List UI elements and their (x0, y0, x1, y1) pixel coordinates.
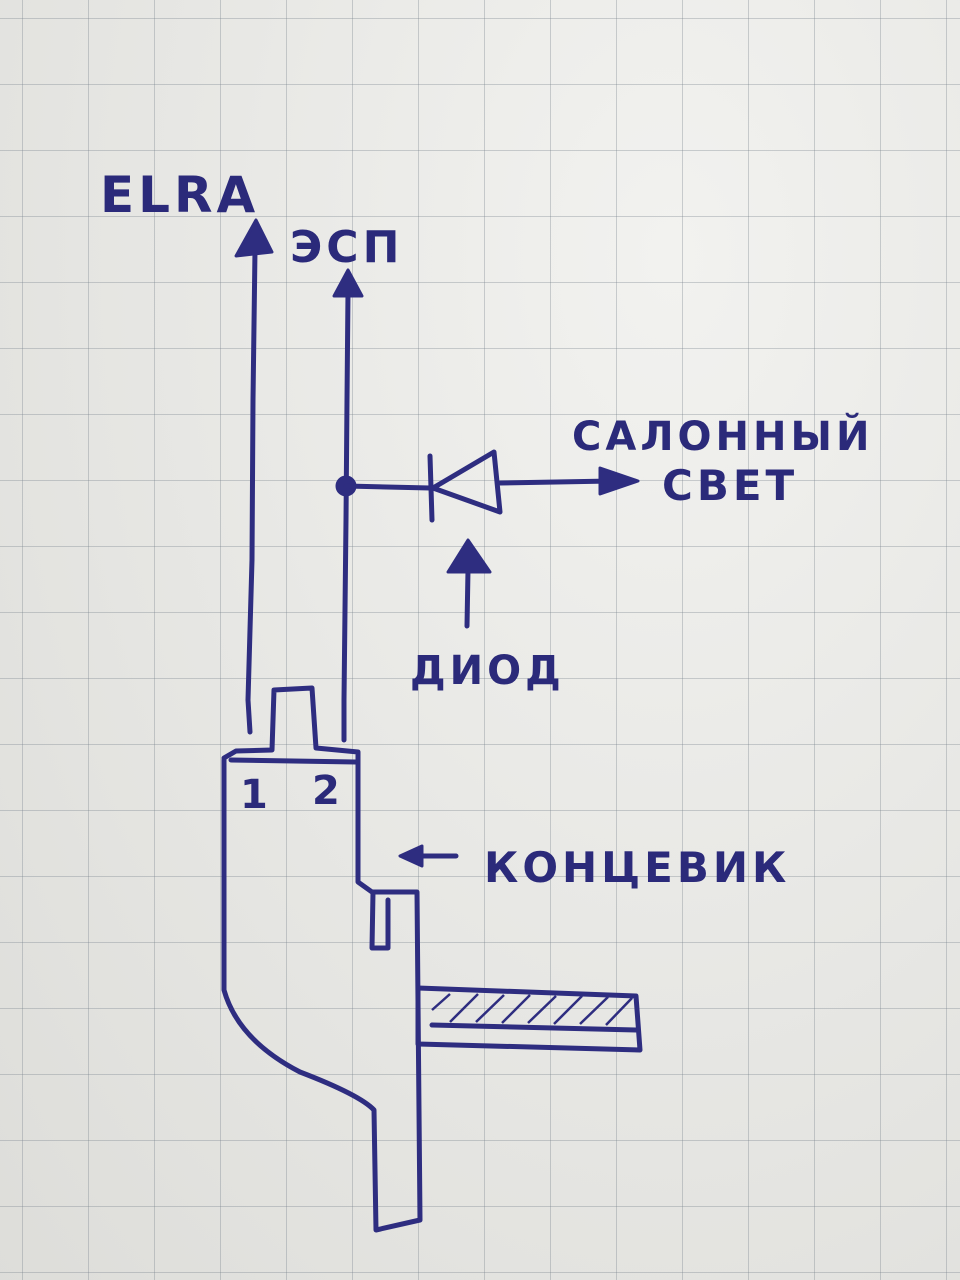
door-switch-body (221, 757, 423, 1233)
wire-diode-to-cabin-light (497, 478, 615, 486)
door-panel-inner-line (429, 1022, 639, 1033)
arrowhead-elra (234, 218, 274, 258)
label-pin-2: 2 (312, 768, 344, 814)
label-door-switch: КОНЦЕВИК (484, 843, 790, 892)
door-panel-outline (415, 985, 643, 1053)
diode-triangle (430, 449, 503, 515)
door-panel-hatching (431, 993, 633, 1026)
door-switch-connector-line (228, 757, 359, 765)
arrowhead-esp (332, 268, 364, 298)
wire-pin1-to-elra (245, 247, 258, 735)
door-switch-top-edge (221, 685, 375, 895)
wire-junction-to-diode (343, 483, 433, 491)
label-pin-1: 1 (240, 772, 272, 818)
diode-pointer-shaft (464, 567, 471, 629)
label-diode: ДИОД (410, 648, 565, 694)
label-cabin-light-line2: СВЕТ (662, 461, 798, 510)
label-cabin-light-line1: САЛОННЫЙ (572, 412, 873, 460)
arrowhead-cabin-light (598, 466, 640, 496)
label-elra: ELRA (100, 166, 259, 224)
switch-pointer-head (398, 844, 424, 868)
diode-pointer-head (446, 538, 492, 574)
label-esp: ЭСП (290, 222, 403, 273)
wire-pin2-to-esp (341, 289, 351, 743)
